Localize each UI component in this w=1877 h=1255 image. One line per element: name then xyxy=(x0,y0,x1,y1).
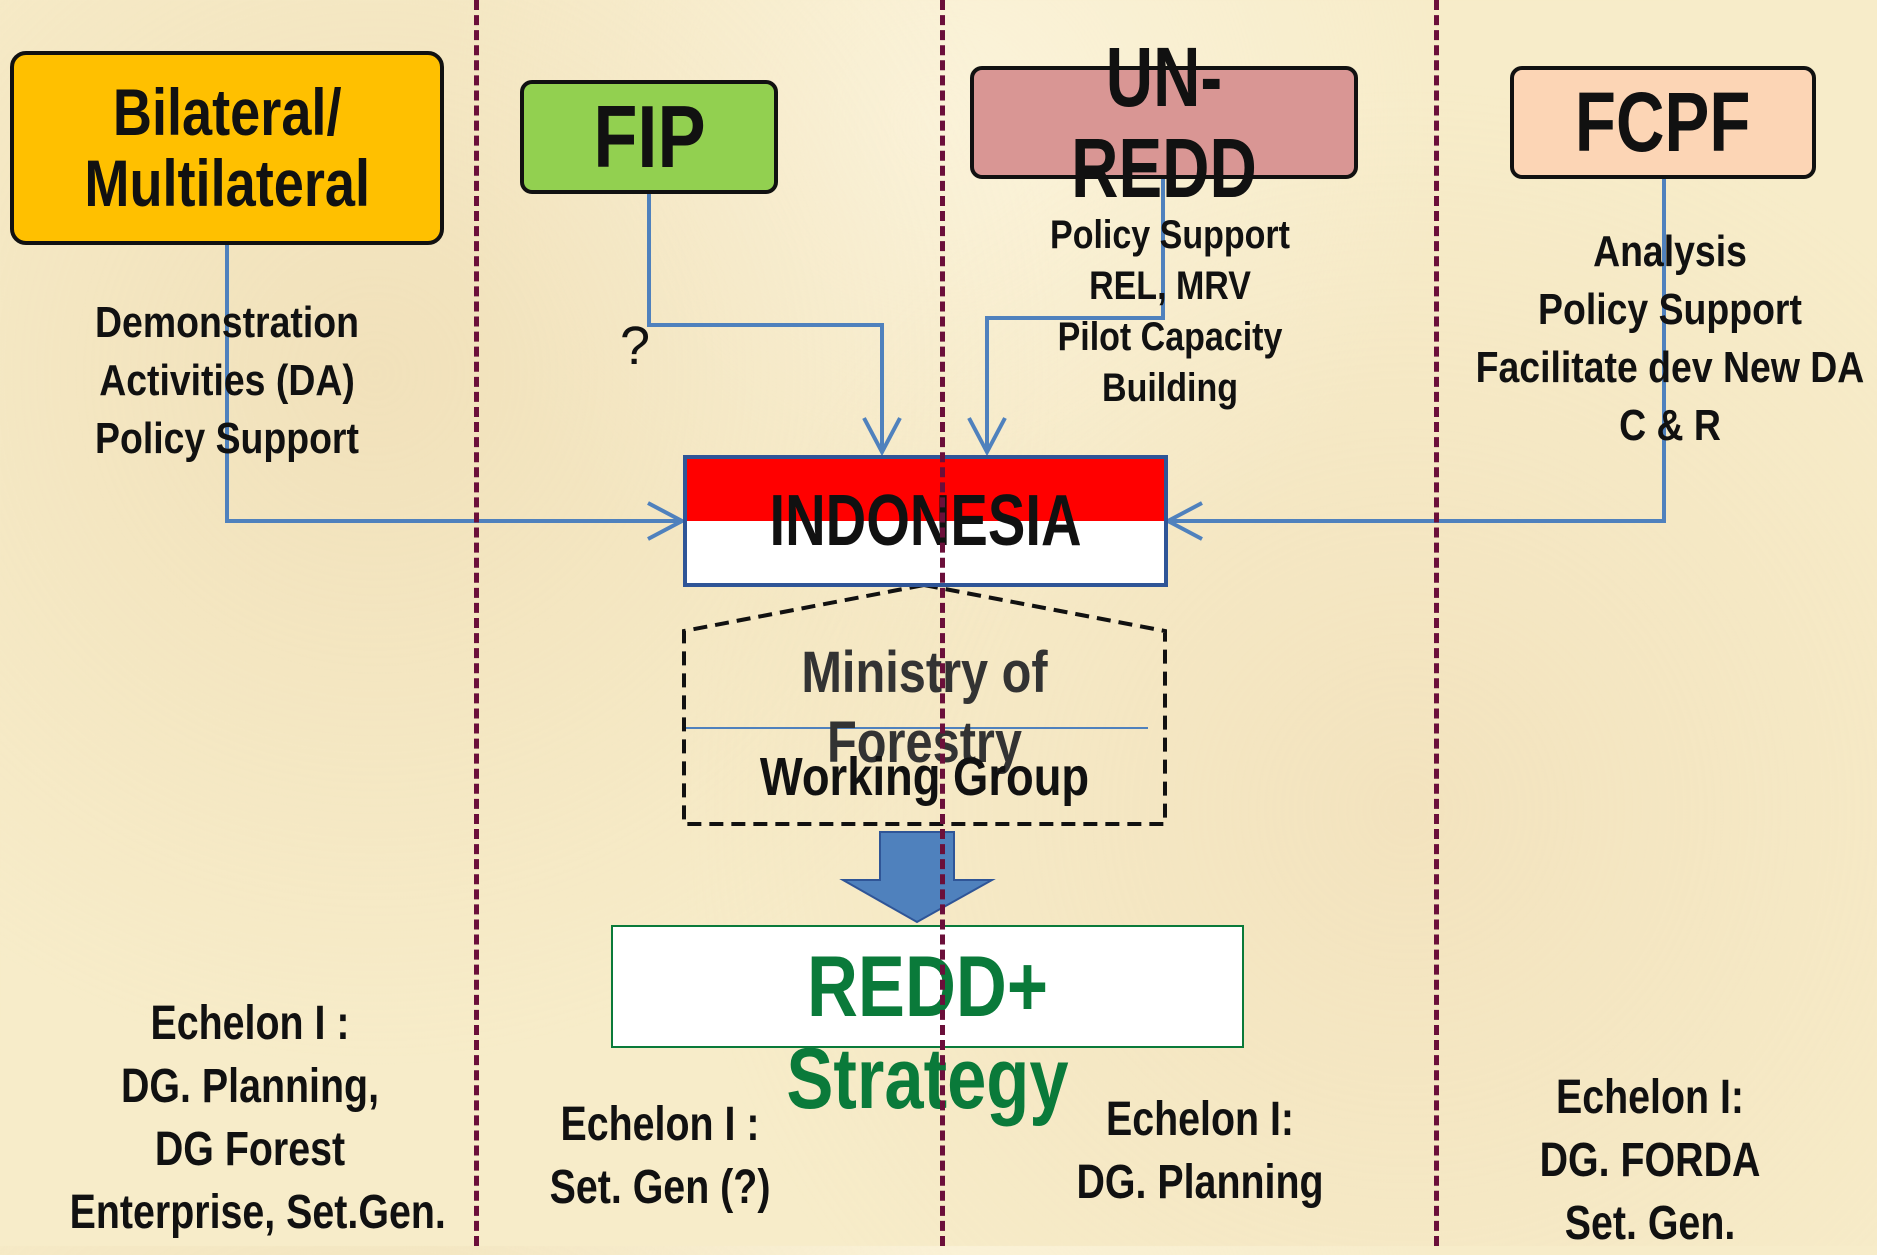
redd-strategy-label: REDD+ Strategy xyxy=(786,939,1069,1127)
fip-echelon: Echelon I : Set. Gen (?) xyxy=(512,1093,807,1219)
fcpf-annotation-line: C & R xyxy=(1619,401,1721,450)
fcpf-echelon-line: Set. Gen. xyxy=(1564,1197,1736,1250)
fip-echelon-line: Echelon I : xyxy=(560,1098,760,1151)
bilateral-annotation: Demonstration Activities (DA) Policy Sup… xyxy=(53,294,402,468)
redd-strategy-box: REDD+ Strategy xyxy=(611,925,1244,1125)
unredd-annotation-line: Building xyxy=(1102,366,1238,410)
fcpf-annotation-line: Policy Support xyxy=(1538,285,1802,334)
bilateral-echelon: Echelon I : DG. Planning, DG Forest Ente… xyxy=(69,992,446,1244)
bilateral-annotation-line: Activities (DA) xyxy=(99,356,355,405)
fip-label: FIP xyxy=(592,87,706,187)
working-group-label: Working Group xyxy=(759,747,1090,807)
unredd-echelon-line: Echelon I: xyxy=(1105,1093,1295,1146)
unredd-annotation-line: Pilot Capacity xyxy=(1057,315,1283,359)
bilateral-echelon-line: DG Forest xyxy=(154,1123,346,1176)
indonesia-label: INDONESIA xyxy=(769,481,1082,561)
unredd-annotation: Policy Support REL, MRV Pilot Capacity B… xyxy=(1013,210,1328,414)
bilateral-annotation-line: Policy Support xyxy=(95,414,359,463)
bilateral-echelon-line: DG. Planning, xyxy=(120,1060,380,1113)
unredd-annotation-line: REL, MRV xyxy=(1089,264,1251,308)
unredd-echelon-line: DG. Planning xyxy=(1076,1156,1324,1209)
bilateral-echelon-line: Enterprise, Set.Gen. xyxy=(69,1186,446,1239)
unredd-arrowhead xyxy=(967,417,1007,457)
column-divider xyxy=(1434,0,1439,1246)
column-divider xyxy=(474,0,479,1246)
fcpf-echelon-line: DG. FORDA xyxy=(1539,1134,1761,1187)
fip-box: FIP xyxy=(520,80,778,194)
unredd-echelon: Echelon I: DG. Planning xyxy=(1044,1088,1356,1214)
bilateral-annotation-line: Demonstration xyxy=(95,298,359,347)
fip-echelon-line: Set. Gen (?) xyxy=(549,1161,771,1214)
ministry-pentagon xyxy=(682,582,1167,826)
bilateral-label-line1: Bilateral/ xyxy=(112,74,342,149)
unredd-connector xyxy=(985,179,1165,450)
fcpf-annotation-line: Facilitate dev New DA xyxy=(1475,343,1865,392)
bilateral-label-line2: Multilateral xyxy=(84,146,370,220)
indonesia-flag-box: INDONESIA xyxy=(683,455,1168,587)
column-divider xyxy=(940,0,945,1246)
unredd-label: UN-REDD xyxy=(1071,29,1257,215)
bilateral-arrowhead xyxy=(647,501,687,541)
bilateral-box: Bilateral/ Multilateral xyxy=(10,51,444,245)
fcpf-annotation: Analysis Policy Support Facilitate dev N… xyxy=(1475,223,1866,455)
fcpf-echelon: Echelon I: DG. FORDA Set. Gen. xyxy=(1502,1066,1797,1255)
fcpf-box: FCPF xyxy=(1510,66,1816,179)
fip-connector xyxy=(647,194,884,450)
fcpf-annotation-line: Analysis xyxy=(1593,227,1747,276)
fip-arrowhead xyxy=(862,417,902,457)
fcpf-label: FCPF xyxy=(1575,75,1751,170)
bilateral-echelon-line: Echelon I : xyxy=(150,997,350,1050)
bilateral-connector xyxy=(225,245,680,523)
fcpf-arrowhead xyxy=(1163,501,1203,541)
fip-question-mark: ? xyxy=(620,316,651,376)
fcpf-connector xyxy=(1170,179,1666,523)
unredd-box: UN-REDD xyxy=(970,31,1358,213)
fcpf-echelon-line: Echelon I: xyxy=(1555,1071,1745,1124)
down-block-arrow xyxy=(839,831,996,924)
ministry-label: Ministry of Forestry xyxy=(801,640,1048,775)
unredd-annotation-line: Policy Support xyxy=(1050,213,1290,257)
